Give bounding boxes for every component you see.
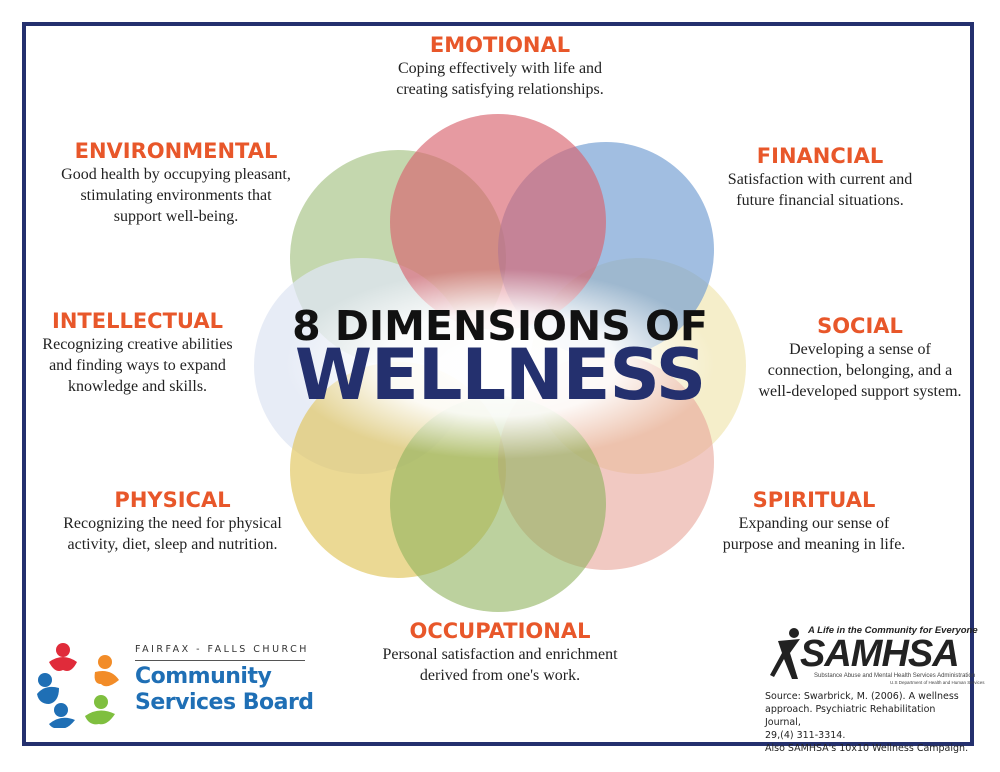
physical-heading: PHYSICAL [114,488,231,512]
page-border [22,22,974,746]
physical-block: PHYSICAL Recognizing the need for physic… [40,487,305,555]
samhsa-figure-icon [770,628,800,679]
spiritual-heading: SPIRITUAL [752,488,876,512]
social-description: Developing a sense of connection, belong… [758,341,962,400]
environmental-description: Good health by occupying pleasant, stimu… [61,166,291,225]
csb-people-icon [37,643,119,728]
financial-heading: FINANCIAL [756,144,884,168]
environmental-heading: ENVIRONMENTAL [74,139,278,163]
financial-description: Satisfaction with current and future fin… [727,171,913,209]
center-glow [285,269,715,459]
samhsa-department: U.S Department of Health and Human Servi… [890,680,985,685]
spiritual-block: SPIRITUAL Expanding our sense of purpose… [700,487,928,555]
csb-name-line-2: Services Board [135,690,314,715]
financial-block: FINANCIAL Satisfaction with current and … [700,143,940,211]
occupational-block: OCCUPATIONAL Personal satisfaction and e… [340,618,660,686]
emotional-heading: EMOTIONAL [429,33,571,57]
emotional-block: EMOTIONAL Coping effectively with life a… [330,32,670,100]
environmental-block: ENVIRONMENTAL Good health by occupying p… [40,138,312,227]
emotional-description: Coping effectively with life and creatin… [396,60,604,98]
intellectual-heading: INTELLECTUAL [52,309,223,333]
physical-description: Recognizing the need for physical activi… [63,515,282,553]
csb-divider [135,660,305,661]
csb-location: FAIRFAX - FALLS CHURCH [135,644,309,655]
samhsa-logo: A Life in the Community for Everyone SAM… [770,625,985,685]
intellectual-block: INTELLECTUAL Recognizing creative abilit… [30,308,245,397]
title-line-2: WELLNESS [294,334,706,416]
spiritual-description: Expanding our sense of purpose and meani… [722,515,906,553]
social-heading: SOCIAL [817,314,903,338]
occupational-description: Personal satisfaction and enrichment der… [382,646,618,684]
samhsa-wordmark: SAMHSA [800,633,960,675]
csb-logo: FAIRFAX - FALLS CHURCH Community Service… [35,640,315,730]
social-block: SOCIAL Developing a sense of connection,… [745,313,975,402]
csb-name-line-1: Community [135,664,272,689]
occupational-heading: OCCUPATIONAL [409,619,591,643]
samhsa-tagline: A Life in the Community for Everyone [808,625,978,636]
intellectual-description: Recognizing creative abilities and findi… [42,336,233,395]
samhsa-subtitle: Substance Abuse and Mental Health Servic… [814,673,976,679]
title-line-1: 8 DIMENSIONS OF [292,302,708,350]
source-citation: Source: Swarbrick, M. (2006). A wellness… [765,691,969,754]
